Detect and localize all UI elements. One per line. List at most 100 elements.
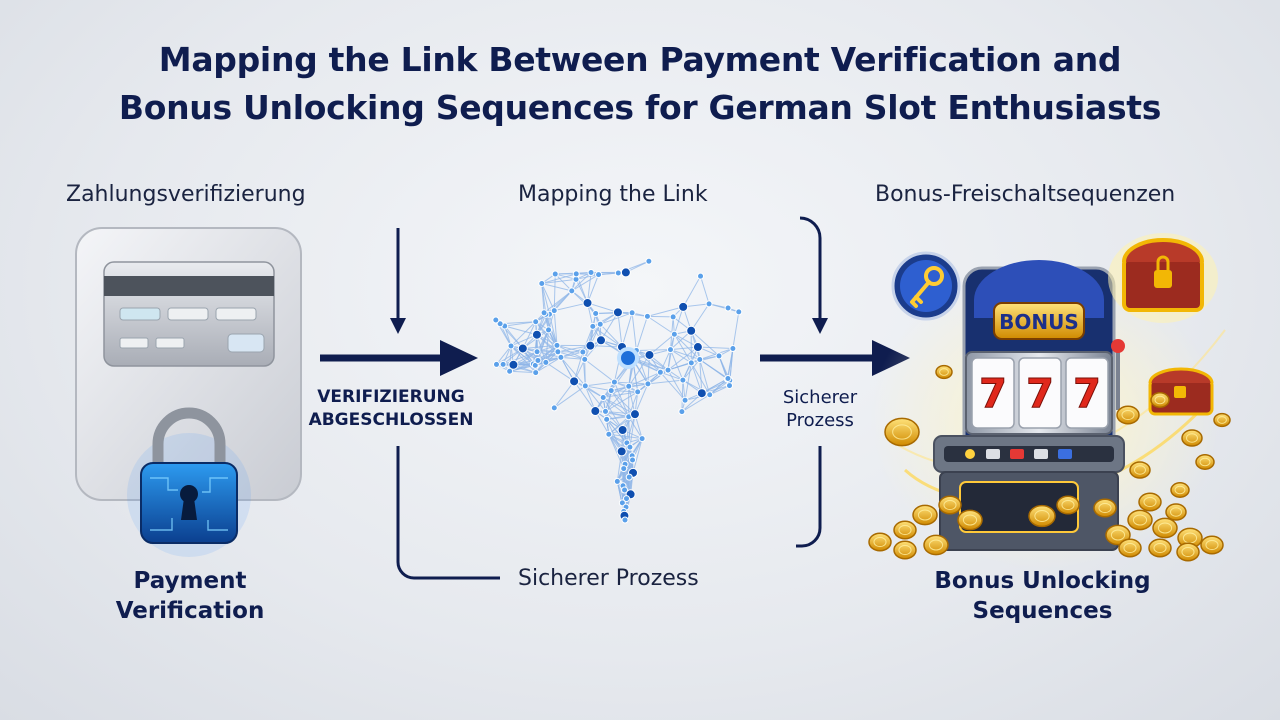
network-node [532, 369, 540, 377]
network-node [715, 352, 723, 360]
coin-icon [1129, 461, 1151, 479]
network-node [666, 346, 674, 354]
network-node [687, 359, 695, 367]
network-node [587, 269, 595, 277]
network-node [629, 456, 637, 464]
network-node [589, 322, 597, 330]
treasure-chest-icon [1108, 233, 1218, 323]
network-node [572, 270, 580, 278]
network-node [620, 267, 631, 278]
coin-icon [1028, 504, 1056, 528]
heading-mapping-link: Mapping the Link [518, 182, 708, 207]
heading-bonus-sequences: Bonus-Freischaltsequenzen [875, 182, 1176, 207]
slot-reel-symbol: 7 [979, 371, 1007, 417]
network-node [644, 349, 655, 360]
network-node [581, 382, 589, 390]
coin-icon [893, 520, 917, 540]
coin-icon [1118, 538, 1142, 558]
network-node [607, 387, 615, 395]
network-node [599, 394, 607, 402]
heading-payment-verification: Zahlungsverifizierung [66, 182, 306, 207]
network-node [729, 345, 737, 353]
coin-icon [938, 495, 962, 515]
network-node [532, 318, 540, 326]
network-core-node [617, 347, 639, 369]
network-node [553, 341, 561, 349]
network-node [569, 376, 580, 387]
network-node [585, 340, 596, 351]
network-node [557, 353, 565, 361]
coin-icon [1181, 429, 1203, 447]
caption-bonus-line2: Sequences [972, 598, 1113, 624]
padlock-icon [127, 407, 251, 557]
network-node [550, 404, 558, 412]
network-node [625, 473, 633, 481]
network-node [681, 396, 689, 404]
coin-icon [868, 532, 892, 552]
coin-icon [1138, 492, 1162, 512]
network-node [579, 348, 587, 356]
network-node [696, 388, 707, 399]
network-node [696, 355, 704, 363]
coin-icon [1152, 517, 1178, 539]
network-node [613, 477, 621, 485]
coin-icon [884, 417, 920, 447]
network-node [620, 465, 628, 473]
label-verification-complete: VERIFIZIERUNG ABGESCHLOSSEN [298, 386, 484, 432]
coin-icon [1148, 538, 1172, 558]
coin-icon [1195, 454, 1215, 470]
label-secure-process-line2: Prozess [786, 410, 854, 431]
network-node [550, 307, 558, 315]
coin-icon [1127, 509, 1153, 531]
network-node [517, 343, 528, 354]
network-node [692, 342, 703, 353]
network-node [664, 366, 672, 374]
coin-icon [1056, 495, 1080, 515]
network-node [595, 335, 606, 346]
network-node [507, 342, 515, 350]
title-line-1: Mapping the Link Between Payment Verific… [158, 40, 1122, 79]
slot-reel-symbol: 7 [1073, 371, 1101, 417]
network-node [506, 367, 514, 375]
network-node [656, 368, 664, 376]
network-node [678, 301, 689, 312]
slot-reel [1065, 357, 1109, 429]
caption-bonus-unlocking: Bonus Unlocking Sequences [920, 566, 1165, 626]
network-node [725, 382, 733, 390]
network-node [531, 329, 542, 340]
coin-icon [893, 540, 917, 560]
footer-secure-process: Sicherer Prozess [518, 566, 699, 591]
network-node [590, 406, 601, 417]
network-node [496, 320, 504, 328]
network-node [581, 355, 589, 363]
network-node [596, 320, 604, 328]
network-node [595, 271, 603, 279]
network-node [618, 499, 626, 507]
coin-icon [1150, 392, 1170, 408]
network-brain-icon [492, 257, 743, 524]
coin-icon [1213, 412, 1231, 428]
network-node [499, 360, 507, 368]
connector-left [320, 228, 500, 580]
network-node [621, 516, 629, 524]
network-node [534, 356, 542, 364]
slot-reel [971, 357, 1015, 429]
network-node [621, 486, 629, 494]
network-node [623, 495, 631, 503]
network-node [612, 307, 623, 318]
network-node [568, 287, 576, 295]
network-node [626, 443, 634, 451]
caption-payment-line2: Verification [115, 598, 265, 624]
coin-icon [912, 504, 938, 526]
network-node [679, 376, 687, 384]
network-node [554, 348, 562, 356]
network-node [582, 297, 593, 308]
diagram-title: Mapping the Link Between Payment Verific… [0, 36, 1280, 132]
caption-payment-verification: Payment Verification [90, 566, 290, 626]
slot-sign-text: BONUS [999, 310, 1079, 334]
network-node [538, 279, 546, 287]
caption-bonus-line1: Bonus Unlocking [934, 568, 1151, 594]
slot-reel-symbol: 7 [1026, 371, 1054, 417]
network-node [678, 408, 686, 416]
